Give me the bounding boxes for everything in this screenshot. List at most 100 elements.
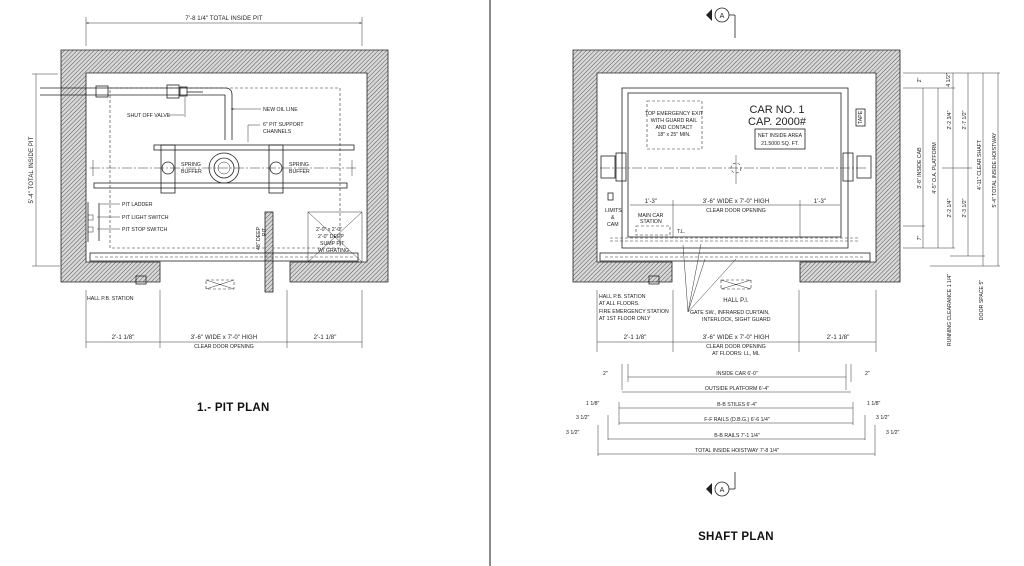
svg-text:BUFFER: BUFFER bbox=[289, 169, 310, 175]
pit-wall bbox=[60, 49, 389, 283]
svg-text:CLEAR DOOR OPENING: CLEAR DOOR OPENING bbox=[706, 208, 766, 214]
pit-plan-title: 1.- PIT PLAN bbox=[197, 402, 270, 414]
pit-bottom-dimensions bbox=[85, 290, 363, 348]
tape-label: TAPE bbox=[858, 110, 864, 124]
inside-car-dim: INSIDE CAR 6'-0" bbox=[716, 371, 758, 377]
emergency-exit-outline bbox=[646, 100, 703, 150]
tl-label: T.L. bbox=[677, 229, 685, 235]
pit-support-channels bbox=[90, 144, 356, 194]
emergency-exit-label: TOP EMERGENCY EXIT bbox=[645, 111, 704, 117]
svg-text:1 1/8": 1 1/8" bbox=[586, 401, 600, 407]
pit-ladder-label: PIT LADDER bbox=[122, 202, 153, 208]
pit-right-side-dim: 2'-1 1/8" bbox=[314, 335, 337, 341]
svg-text:&: & bbox=[611, 215, 615, 221]
car-door-left-dim: 1'-3" bbox=[645, 199, 657, 205]
svg-text:A: A bbox=[720, 487, 725, 494]
outside-platform-dim: OUTSIDE PLATFORM 6'-4" bbox=[705, 386, 769, 392]
gate-switch-label: GATE SW., INFRARED CURTAIN, bbox=[690, 310, 770, 316]
car-capacity: CAP. 2000# bbox=[748, 116, 807, 128]
platform-dim: 4'-5" O.A. PLATFORM bbox=[932, 142, 938, 193]
deep-pit-label: 48" DEEP bbox=[256, 226, 262, 250]
pit-ladder bbox=[87, 202, 100, 242]
shut-off-valve-label: SHUT OFF VALVE bbox=[127, 113, 171, 119]
svg-text:2'-2 1/4": 2'-2 1/4" bbox=[947, 198, 953, 217]
car-enclosure bbox=[627, 92, 842, 238]
svg-text:3 1/2": 3 1/2" bbox=[576, 415, 590, 421]
sump-pit bbox=[307, 211, 363, 263]
svg-text:18" x 25" MIN.: 18" x 25" MIN. bbox=[657, 132, 690, 138]
svg-text:2": 2" bbox=[917, 77, 923, 82]
svg-text:2'-2 3/4": 2'-2 3/4" bbox=[947, 110, 953, 129]
pit-depth-label: 5'-4" TOTAL INSIDE PIT bbox=[29, 136, 35, 203]
svg-text:3 1/2": 3 1/2" bbox=[876, 415, 890, 421]
deep-pit-wall bbox=[264, 211, 274, 293]
shaft-left-side-dim: 2'-1 1/8" bbox=[624, 335, 647, 341]
left-guide-rail bbox=[615, 152, 627, 182]
svg-text:7": 7" bbox=[917, 235, 923, 240]
svg-text:2": 2" bbox=[865, 371, 870, 377]
svg-text:STATION: STATION bbox=[640, 219, 662, 225]
svg-text:INTERLOCK, SIGHT GUARD: INTERLOCK, SIGHT GUARD bbox=[702, 317, 771, 323]
pit-depth-dimension: 5'-4" TOTAL INSIDE PIT bbox=[29, 73, 60, 267]
spring-buffer-left-label: SPRING bbox=[181, 162, 201, 168]
clear-shaft-dim: 4'-11" CLEAR SHAFT bbox=[977, 139, 983, 190]
svg-text:1 1/8": 1 1/8" bbox=[867, 401, 881, 407]
svg-text:WITH GUARD RAIL: WITH GUARD RAIL bbox=[651, 118, 698, 124]
total-hoistway-depth-dim: 5'-4" TOTAL INSIDE HOISTWAY bbox=[992, 132, 998, 208]
stiles-dim: B-B STILES 6'-4" bbox=[717, 402, 757, 408]
new-oil-line-label: NEW OIL LINE bbox=[263, 107, 298, 113]
running-clearance-dim: RUNNING CLEARANCE 1 1/4" bbox=[947, 274, 953, 346]
depth-dimension-chain bbox=[903, 72, 1000, 267]
oil-line bbox=[40, 84, 233, 140]
car-door-opening-dim: 3'-6" WIDE x 7'-0" HIGH bbox=[703, 199, 770, 205]
hoistway-wall bbox=[572, 49, 901, 283]
ff-rails-dim: F-F RAILS (D.B.G.) 6'-6 1/4" bbox=[704, 417, 770, 423]
car-number: CAR NO. 1 bbox=[749, 104, 804, 116]
pit-width-dimension: 7'-8 1/4" TOTAL INSIDE PIT bbox=[85, 16, 363, 46]
hall-pi-label: HALL P.I. bbox=[723, 298, 749, 304]
sump-pit-label: 2'-0" x 2'-0" bbox=[316, 227, 342, 233]
shaft-plan: A TOP EMERGENCY EXIT WITH GUARD RAIL AND… bbox=[566, 7, 1000, 543]
svg-text:CHANNELS: CHANNELS bbox=[263, 129, 292, 135]
support-channels-label: 6" PIT SUPPORT bbox=[263, 122, 304, 128]
shaft-bottom-dimensions bbox=[596, 290, 877, 352]
spring-buffer-right-label: SPRING bbox=[289, 162, 309, 168]
shaft-door-opening-dim: 3'-6" WIDE x 7'-0" HIGH bbox=[703, 335, 770, 341]
fire-emergency-label: FIRE EMERGENCY STATION bbox=[599, 309, 669, 315]
pit-plan: 7'-8 1/4" TOTAL INSIDE PIT 5'-4" TOTAL I… bbox=[29, 16, 389, 414]
svg-text:3 1/2": 3 1/2" bbox=[566, 430, 580, 436]
svg-text:AND CONTACT: AND CONTACT bbox=[655, 125, 693, 131]
svg-text:2": 2" bbox=[603, 371, 608, 377]
svg-text:W/ GRATING: W/ GRATING bbox=[318, 248, 349, 254]
right-guide-rail bbox=[842, 152, 854, 182]
door-space-dim: DOOR SPACE 5" bbox=[979, 280, 985, 321]
svg-text:AT FLOORS: LL, ML: AT FLOORS: LL, ML bbox=[712, 351, 760, 357]
svg-text:A: A bbox=[720, 13, 725, 20]
pit-width-label: 7'-8 1/4" TOTAL INSIDE PIT bbox=[185, 16, 263, 22]
svg-text:4 1/2": 4 1/2" bbox=[946, 73, 952, 87]
shaft-plan-title: SHAFT PLAN bbox=[698, 531, 774, 543]
net-inside-area: NET INSIDE AREA bbox=[758, 133, 803, 139]
hall-pb-station-label: HALL P.B. STATION bbox=[599, 294, 646, 300]
pit-light-switch-label: PIT LIGHT SWITCH bbox=[122, 215, 169, 221]
svg-text:AT ALL FLOORS.: AT ALL FLOORS. bbox=[599, 301, 640, 307]
inside-cab-dim: 3'-8" INSIDE CAB bbox=[917, 147, 923, 189]
section-marker-top: A bbox=[706, 7, 736, 38]
total-hoistway-dim: TOTAL INSIDE HOISTWAY 7'-8 1/4" bbox=[695, 448, 779, 454]
pit-left-side-dim: 2'-1 1/8" bbox=[112, 335, 135, 341]
car-door-right-dim: 1'-3" bbox=[814, 199, 826, 205]
svg-text:CAM: CAM bbox=[607, 222, 619, 228]
limits-cam-label: LIMITS bbox=[605, 208, 622, 214]
svg-text:21.5000 SQ. FT.: 21.5000 SQ. FT. bbox=[761, 141, 799, 147]
width-dimension-chain bbox=[597, 364, 876, 456]
section-marker-bottom: A bbox=[706, 472, 736, 497]
svg-text:2'-3 1/2": 2'-3 1/2" bbox=[962, 198, 968, 217]
shaft-right-side-dim: 2'-1 1/8" bbox=[827, 335, 850, 341]
svg-text:CLEAR DOOR OPENING: CLEAR DOOR OPENING bbox=[706, 344, 766, 350]
main-car-station-label: MAIN CAR bbox=[638, 213, 664, 219]
bb-rails-dim: B-B RAILS 7'-1 1/4" bbox=[714, 433, 760, 439]
svg-text:2'-0" DEEP: 2'-0" DEEP bbox=[318, 234, 344, 240]
pit-stop-switch-label: PIT STOP SWITCH bbox=[122, 227, 168, 233]
sheet-divider bbox=[489, 0, 491, 566]
